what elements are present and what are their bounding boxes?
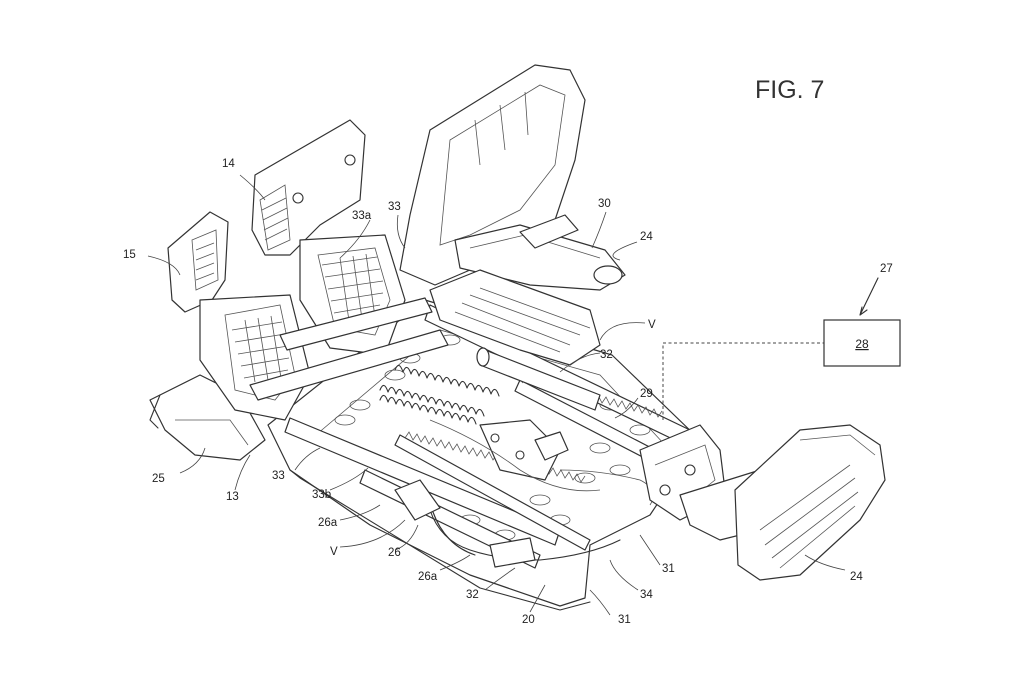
label-14: 14 [222,158,235,170]
label-V-top: V [648,319,656,331]
label-31-b: 31 [618,614,631,626]
central-mechanism [429,419,654,506]
signal-line [662,342,824,420]
sensor-connector [394,479,536,568]
label-32-bot: 32 [466,589,479,601]
label-24-bot: 24 [850,571,863,583]
label-26a-1: 26a [318,517,338,529]
label-24-top: 24 [640,231,653,243]
label-26: 26 [388,547,401,559]
accelerator-pad-lower [734,424,886,581]
box-arrow [859,277,879,316]
label-31-a: 31 [662,563,675,575]
controller-box: 28 [823,319,901,367]
label-33-bot: 33 [272,470,285,482]
cross-shaft [249,297,449,401]
actuator-cylinder [476,347,601,411]
leader-lines [147,174,879,616]
label-33-top: 33 [388,201,401,213]
return-springs [379,364,500,425]
label-30: 30 [598,198,611,210]
label-15: 15 [123,249,136,261]
accelerator-pad-upper [429,269,601,366]
controller-box-label: 28 [855,337,869,351]
label-33a: 33a [352,210,372,222]
accelerator-bracket [399,64,626,291]
label-25: 25 [152,473,165,485]
figure-title: FIG. 7 [755,76,824,104]
label-34: 34 [640,589,653,601]
reference-labels: 14 15 33a 33 30 24 27 V 32 29 25 13 33 3… [123,158,893,626]
label-33b: 33b [312,489,331,501]
label-V-bot: V [330,546,338,558]
label-26a-2: 26a [418,571,438,583]
label-32-mid: 32 [600,349,613,361]
label-20: 20 [522,614,535,626]
label-29: 29 [640,388,653,400]
label-27: 27 [880,263,893,275]
label-13: 13 [226,491,239,503]
